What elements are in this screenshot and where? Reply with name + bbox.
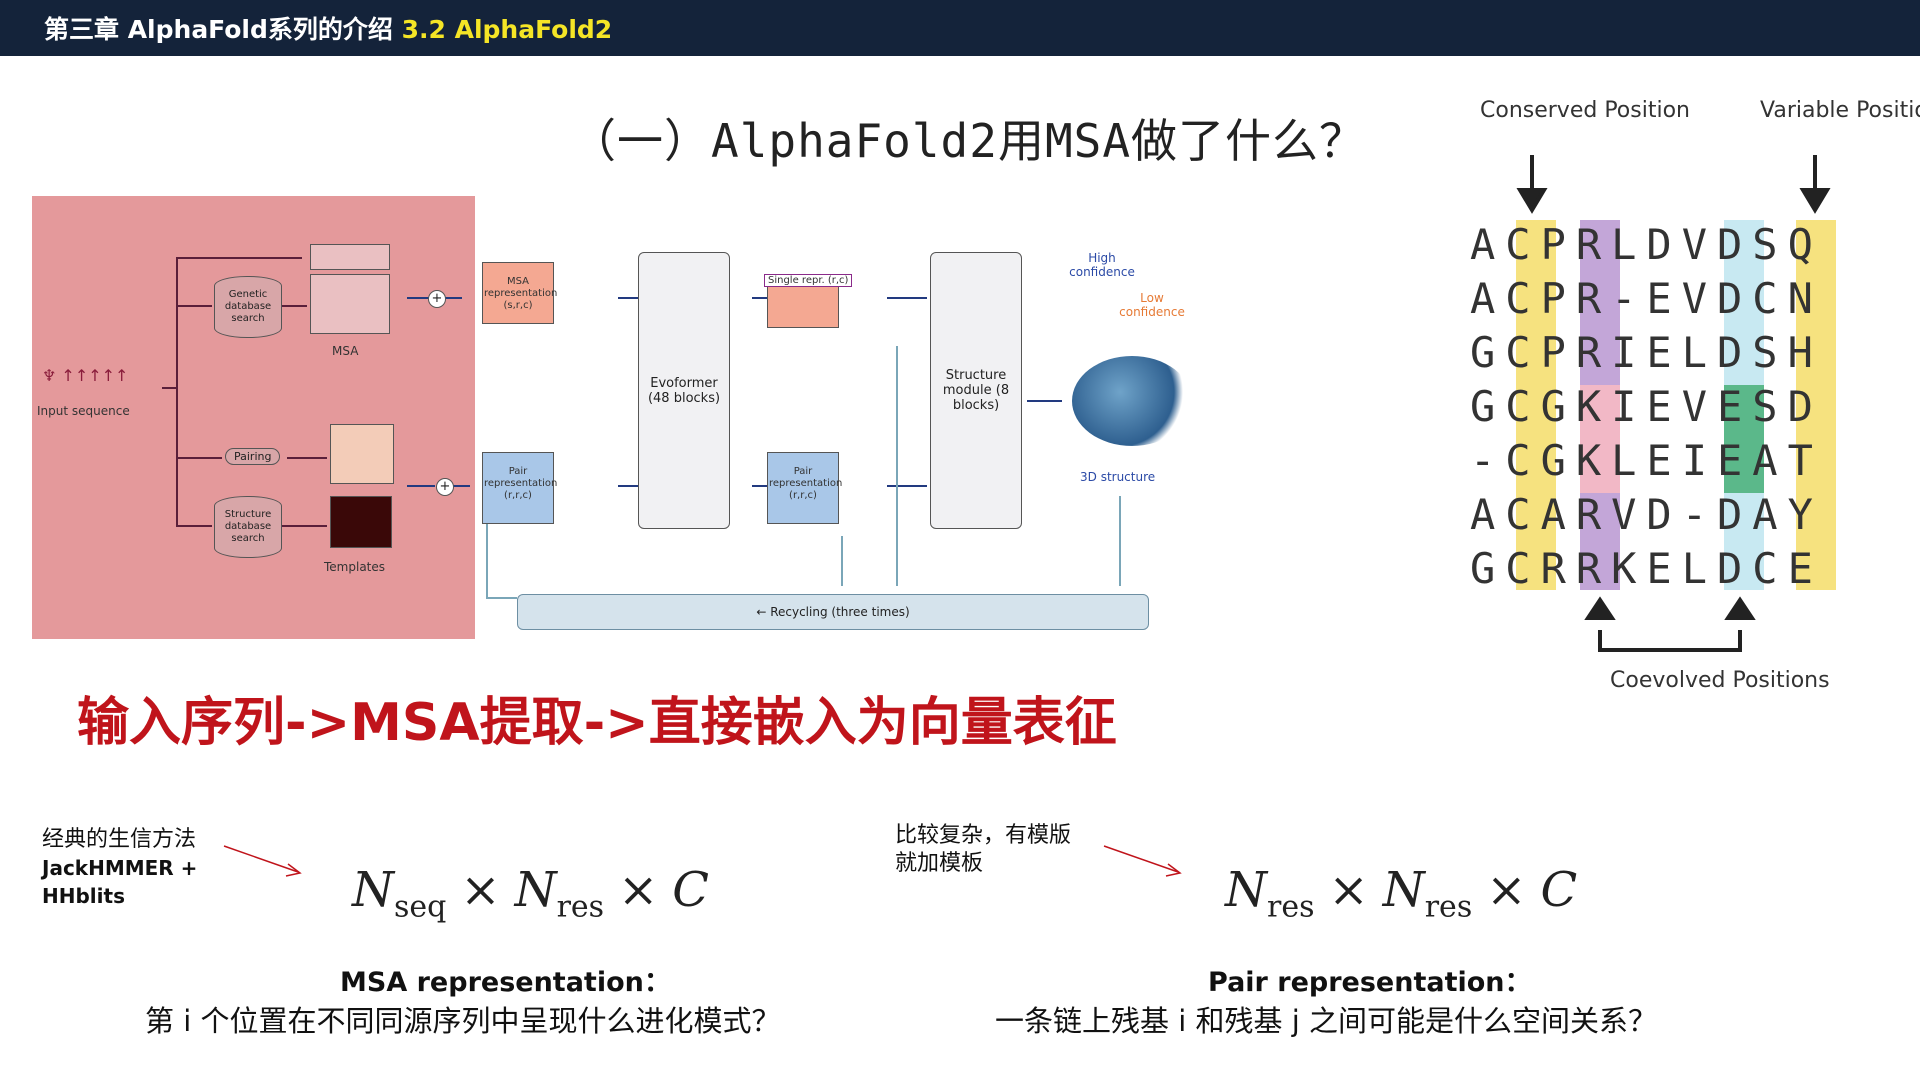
right-note-line2: 就加模板 <box>895 851 984 876</box>
evoformer-block: Evoformer (48 blocks) <box>638 252 730 529</box>
pairing-label: Pairing <box>225 448 281 465</box>
msa-representation-grid <box>482 262 554 324</box>
msa-representation-label: MSA representation (s,r,c) <box>484 276 558 311</box>
sequence-row-6: ACARVD-DAY <box>1470 490 1823 539</box>
pair-representation-label: Pair representation (r,r,c) <box>484 466 558 501</box>
conserved-position-label: Conserved Position <box>1480 98 1690 123</box>
header-title: 第三章 AlphaFold系列的介绍 3.2 AlphaFold2 <box>44 10 612 46</box>
pair-dimension-formula: Nres×Nres×C <box>1225 862 1578 925</box>
single-representation-label: Single repr. (r,c) <box>764 274 853 287</box>
msa-combine-node: + <box>428 290 446 308</box>
slide-title: （一）AlphaFold2用MSA做了什么？ <box>570 114 1367 168</box>
chapter-title: 第三章 AlphaFold系列的介绍 <box>44 15 393 44</box>
left-note: 经典的生信方法 JackHMMER + HHblits <box>42 826 197 910</box>
pair-representation-2-grid <box>767 452 839 524</box>
alphafold2-architecture-diagram: ♆ ↑↑↑↑↑ Input sequence Genetic database … <box>32 196 1202 641</box>
variable-column-highlight <box>1796 220 1836 590</box>
templates-block <box>330 496 392 548</box>
low-confidence-label: Low confidence <box>1119 291 1185 319</box>
header-bar: 第三章 AlphaFold系列的介绍 3.2 AlphaFold2 <box>0 0 1920 56</box>
sequence-row-3: GCPRIELDSH <box>1470 328 1823 377</box>
msa-sequence-panel: Conserved Position Variable Position ACP… <box>1470 90 1920 730</box>
msa-label: MSA <box>332 344 359 358</box>
left-note-line1: 经典的生信方法 <box>42 827 197 852</box>
left-note-line2: JackHMMER + <box>42 856 198 880</box>
templates-label: Templates <box>324 560 386 574</box>
section-title: 3.2 AlphaFold2 <box>401 15 613 44</box>
right-note-arrow <box>1103 845 1182 877</box>
sequence-row-1: ACPRLDVDSQ <box>1470 220 1823 269</box>
msa-dimension-formula: Nseq×Nres×C <box>352 862 710 925</box>
sequence-row-5: -CGKLEIEAT <box>1470 436 1823 485</box>
structure-3d-label: 3D structure <box>1080 470 1156 484</box>
pairing-grid <box>330 424 394 484</box>
position-arrows <box>1516 155 1831 652</box>
pair-representation-grid <box>482 452 554 524</box>
genetic-database-icon: Genetic database search <box>214 276 282 338</box>
protein-3d-structure <box>1072 356 1192 446</box>
coevolved-e-highlight <box>1724 385 1764 493</box>
recycling-bar: ← Recycling (three times) <box>517 594 1149 630</box>
msa-representation-caption-title: MSA representation： <box>340 967 671 998</box>
input-highlight-region <box>32 196 475 639</box>
coevolved-positions-label: Coevolved Positions <box>1610 668 1830 693</box>
left-note-arrow <box>223 845 302 877</box>
variable-position-label: Variable Position <box>1760 98 1920 123</box>
left-note-line3: HHblits <box>42 884 125 908</box>
pair-representation-caption-question: 一条链上残基 i 和残基 j 之间可能是什么空间关系？ <box>995 1004 1657 1038</box>
msa-representation-caption-question: 第 i 个位置在不同同源序列中呈现什么进化模式？ <box>145 1004 781 1038</box>
high-confidence-label: High confidence <box>1069 251 1135 279</box>
pair-representation-2-label: Pair representation (r,r,c) <box>769 466 843 501</box>
sequence-row-7: GCRRKELDCE <box>1470 544 1823 593</box>
right-note: 比较复杂，有模版 就加模板 <box>895 822 1071 878</box>
input-sequence-label: Input sequence <box>37 404 130 418</box>
msa-alignment-block <box>310 274 390 334</box>
diagram-connectors <box>162 257 1121 599</box>
input-sequence-glyphs: ♆ ↑↑↑↑↑ <box>42 366 129 385</box>
pipeline-summary: 输入序列->MSA提取->直接嵌入为向量表征 <box>77 693 1117 753</box>
msa-top-row <box>310 244 390 270</box>
pair-combine-node: + <box>436 478 454 496</box>
pair-representation-caption-title: Pair representation： <box>1208 967 1532 998</box>
sequence-row-2: ACPR-EVDCN <box>1470 274 1823 323</box>
structure-database-icon: Structure database search <box>214 496 282 558</box>
coevolved-k-highlight <box>1580 385 1620 493</box>
conserved-column-highlight <box>1516 220 1556 590</box>
right-note-line1: 比较复杂，有模版 <box>895 823 1072 848</box>
structure-module-block: Structure module (8 blocks) <box>930 252 1022 529</box>
sequence-row-4: GCGKIEVESD <box>1470 382 1823 431</box>
